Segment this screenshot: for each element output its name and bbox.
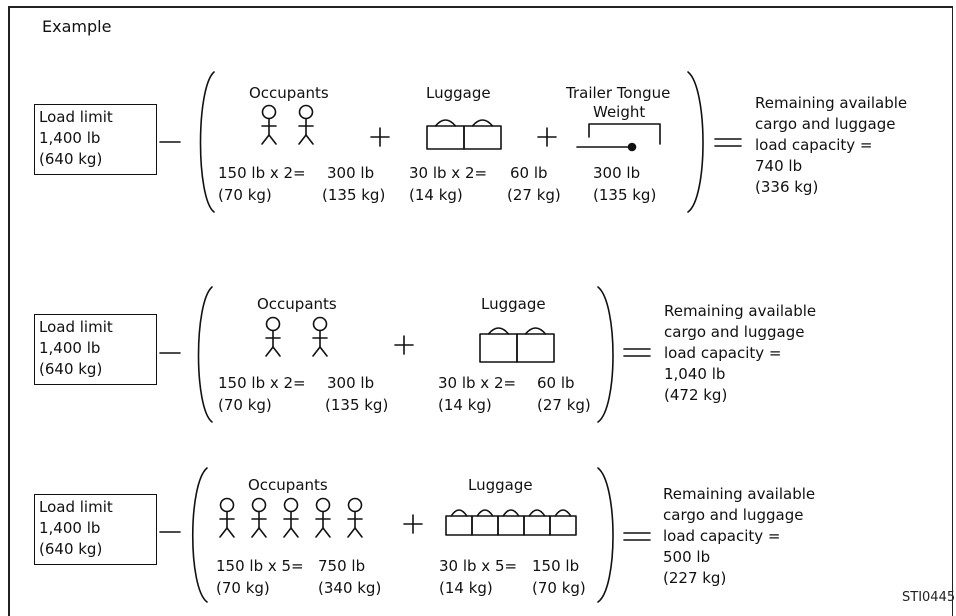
luggage-total-kg-1: (27 kg) bbox=[507, 186, 561, 204]
result-line-3: load capacity = bbox=[663, 527, 781, 545]
occupants-title-1: Occupants bbox=[249, 84, 329, 102]
right-bracket bbox=[687, 71, 704, 213]
trailer-title-2: Weight bbox=[593, 103, 646, 121]
luggage-total-3: 150 lb bbox=[532, 557, 580, 575]
person-icon bbox=[219, 497, 235, 538]
occupants-each-kg-2: (70 kg) bbox=[218, 396, 272, 414]
suitcase-icon bbox=[479, 327, 518, 363]
left-bracket bbox=[197, 286, 213, 423]
example-heading: Example bbox=[42, 17, 112, 36]
right-bracket bbox=[597, 286, 614, 423]
result-line-2: cargo and luggage bbox=[663, 506, 804, 524]
luggage-calc-2: 30 lb x 2= bbox=[438, 374, 517, 392]
result-line-1: Remaining available bbox=[664, 302, 817, 320]
equals-sign bbox=[714, 138, 742, 147]
trailer-title-1: Trailer Tongue bbox=[566, 84, 671, 102]
plus-sign bbox=[537, 127, 557, 147]
luggage-total-kg-2: (27 kg) bbox=[537, 396, 591, 414]
occupants-total-kg-3: (340 kg) bbox=[318, 579, 382, 597]
load-limit-kg: (640 kg) bbox=[39, 540, 103, 558]
suitcase-icon bbox=[523, 509, 551, 536]
suitcase-icon bbox=[497, 509, 525, 536]
result-line-3: load capacity = bbox=[664, 344, 782, 362]
occupants-title-3: Occupants bbox=[248, 476, 328, 494]
result-kg-1: (336 kg) bbox=[755, 178, 819, 196]
load-limit-lb: 1,400 lb bbox=[39, 519, 101, 537]
occupants-total-1: 300 lb bbox=[327, 164, 375, 182]
load-limit-box-1: Load limit 1,400 lb (640 kg) bbox=[34, 104, 157, 175]
luggage-calc-1: 30 lb x 2= bbox=[409, 164, 488, 182]
result-line-2: cargo and luggage bbox=[664, 323, 805, 341]
equals-sign bbox=[623, 348, 651, 357]
person-icon bbox=[347, 497, 363, 538]
result-kg-3: (227 kg) bbox=[663, 569, 727, 587]
result-line-3: load capacity = bbox=[755, 136, 873, 154]
occupants-each-kg-1: (70 kg) bbox=[218, 186, 272, 204]
result-line-1: Remaining available bbox=[755, 94, 908, 112]
load-limit-lb: 1,400 lb bbox=[39, 339, 101, 357]
occupants-each-kg-3: (70 kg) bbox=[216, 579, 270, 597]
suitcase-icon bbox=[445, 509, 473, 536]
load-limit-box-2: Load limit 1,400 lb (640 kg) bbox=[34, 314, 157, 385]
person-icon bbox=[315, 497, 331, 538]
person-icon bbox=[283, 497, 299, 538]
luggage-title-2: Luggage bbox=[481, 295, 546, 313]
occupants-calc-3: 150 lb x 5= bbox=[216, 557, 304, 575]
person-icon bbox=[261, 104, 277, 145]
luggage-calc-3: 30 lb x 5= bbox=[439, 557, 518, 575]
left-bracket bbox=[192, 467, 208, 603]
luggage-each-kg-3: (14 kg) bbox=[439, 579, 493, 597]
trailer-tongue-icon bbox=[576, 123, 661, 152]
luggage-each-kg-1: (14 kg) bbox=[409, 186, 463, 204]
equals-sign bbox=[623, 532, 651, 541]
suitcase-icon bbox=[426, 119, 465, 150]
luggage-title-3: Luggage bbox=[468, 476, 533, 494]
load-limit-box-3: Load limit 1,400 lb (640 kg) bbox=[34, 494, 157, 565]
occupants-calc-1: 150 lb x 2= bbox=[218, 164, 306, 182]
load-limit-label: Load limit bbox=[39, 108, 113, 126]
result-line-2: cargo and luggage bbox=[755, 115, 896, 133]
plus-sign bbox=[403, 514, 423, 534]
occupants-total-3: 750 lb bbox=[318, 557, 366, 575]
result-kg-2: (472 kg) bbox=[664, 386, 728, 404]
occupants-title-2: Occupants bbox=[257, 295, 337, 313]
person-icon bbox=[312, 316, 328, 357]
luggage-total-2: 60 lb bbox=[537, 374, 575, 392]
plus-sign bbox=[394, 335, 414, 355]
result-lb-2: 1,040 lb bbox=[664, 365, 726, 383]
trailer-value-1: 300 lb bbox=[593, 164, 641, 182]
person-icon bbox=[265, 316, 281, 357]
occupants-total-kg-1: (135 kg) bbox=[322, 186, 386, 204]
left-bracket bbox=[199, 71, 215, 213]
occupants-total-kg-2: (135 kg) bbox=[325, 396, 389, 414]
load-limit-label: Load limit bbox=[39, 318, 113, 336]
luggage-title-1: Luggage bbox=[426, 84, 491, 102]
load-limit-label: Load limit bbox=[39, 498, 113, 516]
figure-frame bbox=[8, 6, 953, 616]
suitcase-icon bbox=[471, 509, 499, 536]
luggage-total-1: 60 lb bbox=[510, 164, 548, 182]
result-line-1: Remaining available bbox=[663, 485, 816, 503]
suitcase-icon bbox=[516, 327, 555, 363]
suitcase-icon bbox=[463, 119, 502, 150]
load-limit-lb: 1,400 lb bbox=[39, 129, 101, 147]
suitcase-icon bbox=[549, 509, 577, 536]
load-limit-kg: (640 kg) bbox=[39, 150, 103, 168]
load-limit-kg: (640 kg) bbox=[39, 360, 103, 378]
plus-sign bbox=[370, 127, 390, 147]
trailer-value-kg-1: (135 kg) bbox=[593, 186, 657, 204]
figure-code: STI0445 bbox=[902, 590, 956, 605]
result-lb-1: 740 lb bbox=[755, 157, 803, 175]
result-lb-3: 500 lb bbox=[663, 548, 711, 566]
occupants-calc-2: 150 lb x 2= bbox=[218, 374, 306, 392]
occupants-total-2: 300 lb bbox=[327, 374, 375, 392]
person-icon bbox=[251, 497, 267, 538]
luggage-each-kg-2: (14 kg) bbox=[438, 396, 492, 414]
right-bracket bbox=[597, 467, 614, 603]
person-icon bbox=[298, 104, 314, 145]
luggage-total-kg-3: (70 kg) bbox=[532, 579, 586, 597]
